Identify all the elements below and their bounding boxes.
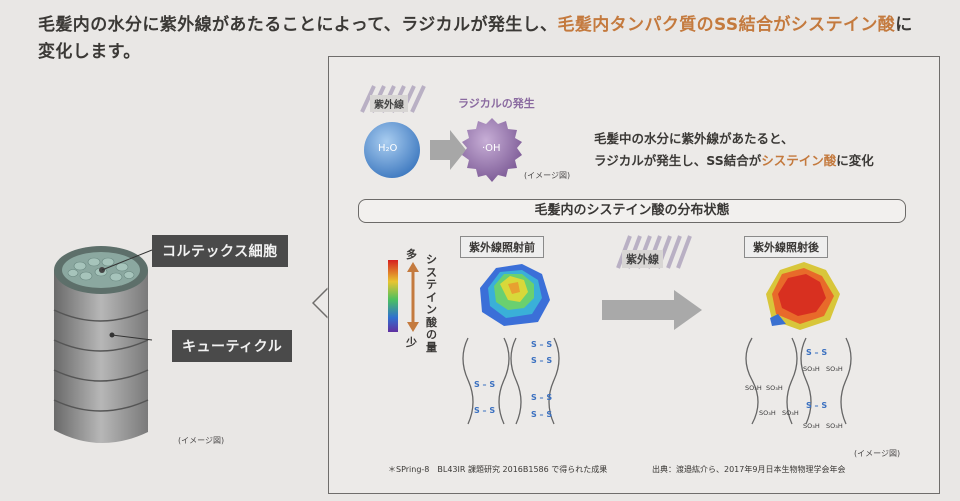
before-bond-1: S – S — [531, 340, 553, 349]
image-note: (イメージ図) — [178, 436, 225, 445]
water-molecule-label: H₂O — [378, 143, 398, 154]
radical-description-line1: 毛髪中の水分に紫外線があたると、 — [594, 131, 794, 146]
after-bond-ss-1: S – S — [806, 348, 828, 357]
after-so3h-2: SO₃H — [826, 365, 843, 373]
after-bond-diagram — [745, 337, 852, 425]
headline-accent: 毛髪内タンパク質のSS結合がシステイン酸 — [557, 15, 896, 35]
before-uv-label: 紫外線照射前 — [460, 236, 544, 258]
scale-low-label: 少 — [406, 336, 417, 349]
headline-text-end: に — [895, 15, 913, 35]
radical-description-accent: システイン酸 — [761, 153, 837, 168]
after-so3h-3: SO₃H — [745, 384, 762, 392]
before-bond-5: S – S — [474, 406, 496, 415]
headline-line2: 変化します。 — [38, 42, 141, 62]
hydroxyl-radical-label: ·OH — [482, 143, 501, 154]
scale-axis-label: システイン酸の量 — [426, 253, 437, 354]
after-so3h-5: SO₃H — [759, 409, 776, 417]
distribution-image-note: (イメージ図) — [854, 449, 901, 458]
radical-image-note: (イメージ図) — [524, 171, 571, 180]
before-bond-6: S – S — [531, 410, 553, 419]
after-so3h-8: SO₃H — [826, 422, 843, 430]
transition-arrow — [602, 290, 702, 330]
uv-tag: 紫外線 — [370, 95, 408, 112]
after-so3h-4: SO₃H — [766, 384, 783, 392]
radical-description: 毛髪中の水分に紫外線があたると、 ラジカルが発生し、SS結合がシステイン酸に変化 — [594, 128, 874, 172]
after-heatmap — [766, 262, 840, 330]
cortex-cell-label: コルテックス細胞 — [152, 235, 288, 267]
cuticle-label: キューティクル — [172, 330, 293, 362]
color-scale-bar — [388, 260, 398, 332]
radical-description-end: に変化 — [836, 153, 874, 168]
hair-cross-section-illustration — [53, 246, 153, 444]
distribution-title: 毛髪内のシステイン酸の分布状態 — [358, 199, 906, 223]
footnote: ＊SPring-8 BL43IR 課題研究 2016B1586 で得られた成果 — [388, 465, 608, 474]
headline-text: 毛髪内の水分に紫外線があたることによって、ラジカルが発生し、 — [38, 15, 558, 35]
scale-arrow — [407, 262, 419, 332]
radical-diagram — [364, 118, 522, 182]
radical-description-line2: ラジカルが発生し、SS結合が — [594, 153, 762, 168]
before-bond-diagram — [462, 337, 560, 425]
scale-high-label: 多 — [406, 248, 417, 261]
after-so3h-6: SO₃H — [782, 409, 799, 417]
radical-generation-label: ラジカルの発生 — [458, 97, 535, 110]
detail-panel — [328, 56, 940, 494]
after-uv-label: 紫外線照射後 — [744, 236, 828, 258]
uv-tag-middle: 紫外線 — [622, 250, 663, 268]
after-bond-ss-2: S – S — [806, 401, 828, 410]
before-bond-4: S – S — [531, 393, 553, 402]
before-heatmap — [480, 264, 550, 326]
before-bond-3: S – S — [474, 380, 496, 389]
headline: 毛髪内の水分に紫外線があたることによって、ラジカルが発生し、毛髪内タンパク質のS… — [38, 12, 938, 66]
before-bond-2: S – S — [531, 356, 553, 365]
source-citation: 出典：渡邉紘介ら、2017年9月日本生物物理学会年会 — [652, 465, 846, 474]
after-so3h-1: SO₃H — [803, 365, 820, 373]
after-so3h-7: SO₃H — [803, 422, 820, 430]
